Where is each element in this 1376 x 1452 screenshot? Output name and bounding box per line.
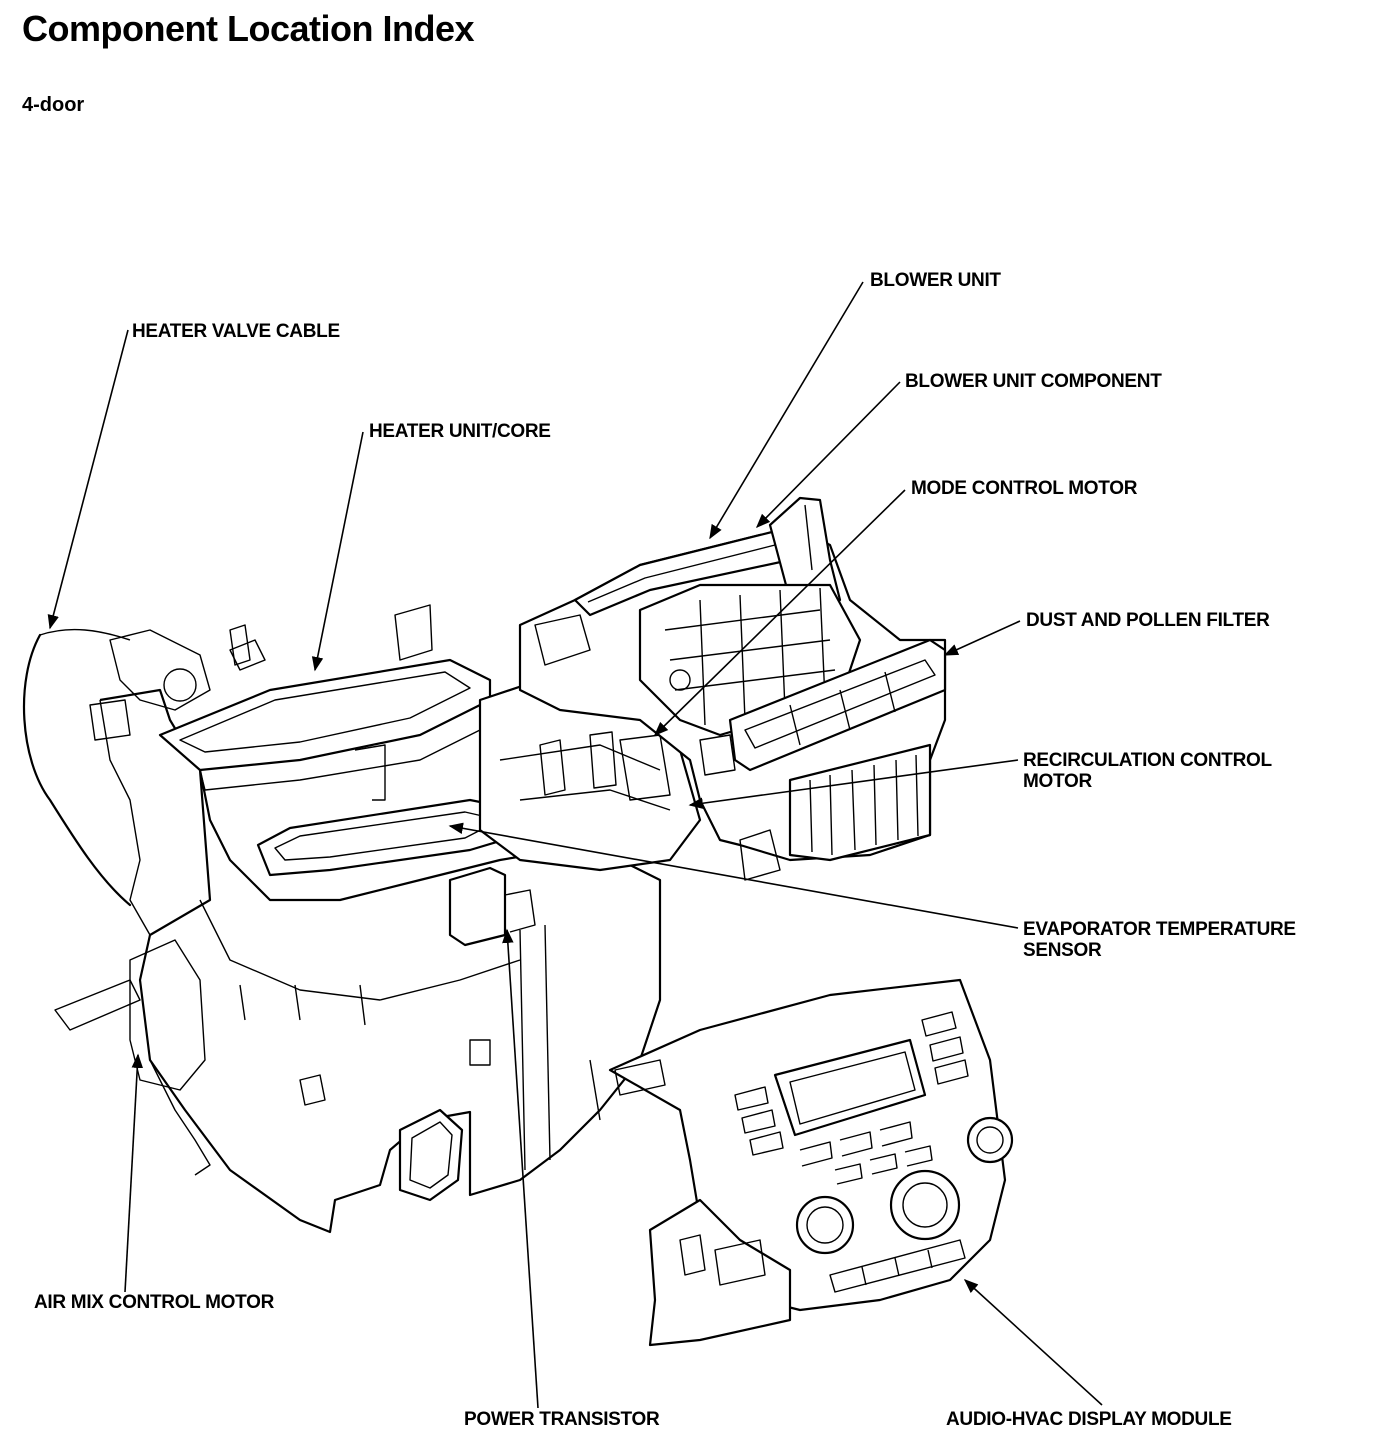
label-evaporator-temperature-sensor: EVAPORATOR TEMPERATURE SENSOR (1023, 919, 1296, 961)
leader-blower-unit-component (755, 381, 901, 529)
leader-blower-unit (709, 281, 864, 540)
leader-mode-control-motor (653, 489, 906, 737)
label-blower-unit: BLOWER UNIT (870, 270, 1001, 291)
leader-dust-pollen-filter (943, 620, 1021, 656)
label-air-mix-control-motor: AIR MIX CONTROL MOTOR (34, 1292, 274, 1313)
label-recirculation-line2: MOTOR (1023, 771, 1092, 792)
label-mode-control-motor: MODE CONTROL MOTOR (911, 478, 1138, 499)
leader-air-mix-motor (124, 1053, 144, 1293)
label-heater-valve-cable: HEATER VALVE CABLE (132, 321, 340, 342)
label-evaporator-line2: SENSOR (1023, 940, 1102, 961)
label-recirculation-line1: RECIRCULATION CONTROL (1023, 750, 1272, 771)
label-audio-hvac-display-module: AUDIO-HVAC DISPLAY MODULE (946, 1409, 1232, 1430)
label-power-transistor: POWER TRANSISTOR (464, 1409, 660, 1430)
label-evaporator-line1: EVAPORATOR TEMPERATURE (1023, 919, 1296, 940)
page-title: Component Location Index (22, 8, 475, 49)
label-blower-unit-component: BLOWER UNIT COMPONENT (905, 371, 1162, 392)
blower-unit-drawing (518, 496, 947, 881)
label-dust-pollen-filter: DUST AND POLLEN FILTER (1026, 610, 1270, 631)
leader-recirculation-motor (688, 759, 1019, 809)
leader-heater-valve-cable (47, 329, 129, 630)
leader-evaporator-sensor (448, 822, 1019, 929)
leader-heater-unit-core (311, 431, 364, 672)
label-heater-unit-core: HEATER UNIT/CORE (369, 421, 551, 442)
audio-hvac-module-drawing (608, 978, 1014, 1347)
heater-valve-cable-drawing (22, 633, 132, 907)
leader-lines (47, 281, 1103, 1409)
page-subtitle: 4-door (22, 94, 85, 116)
leader-audio-hvac-module (963, 1279, 1103, 1406)
label-recirculation-control-motor: RECIRCULATION CONTROL MOTOR (1023, 750, 1272, 792)
leader-power-transistor (502, 928, 539, 1409)
